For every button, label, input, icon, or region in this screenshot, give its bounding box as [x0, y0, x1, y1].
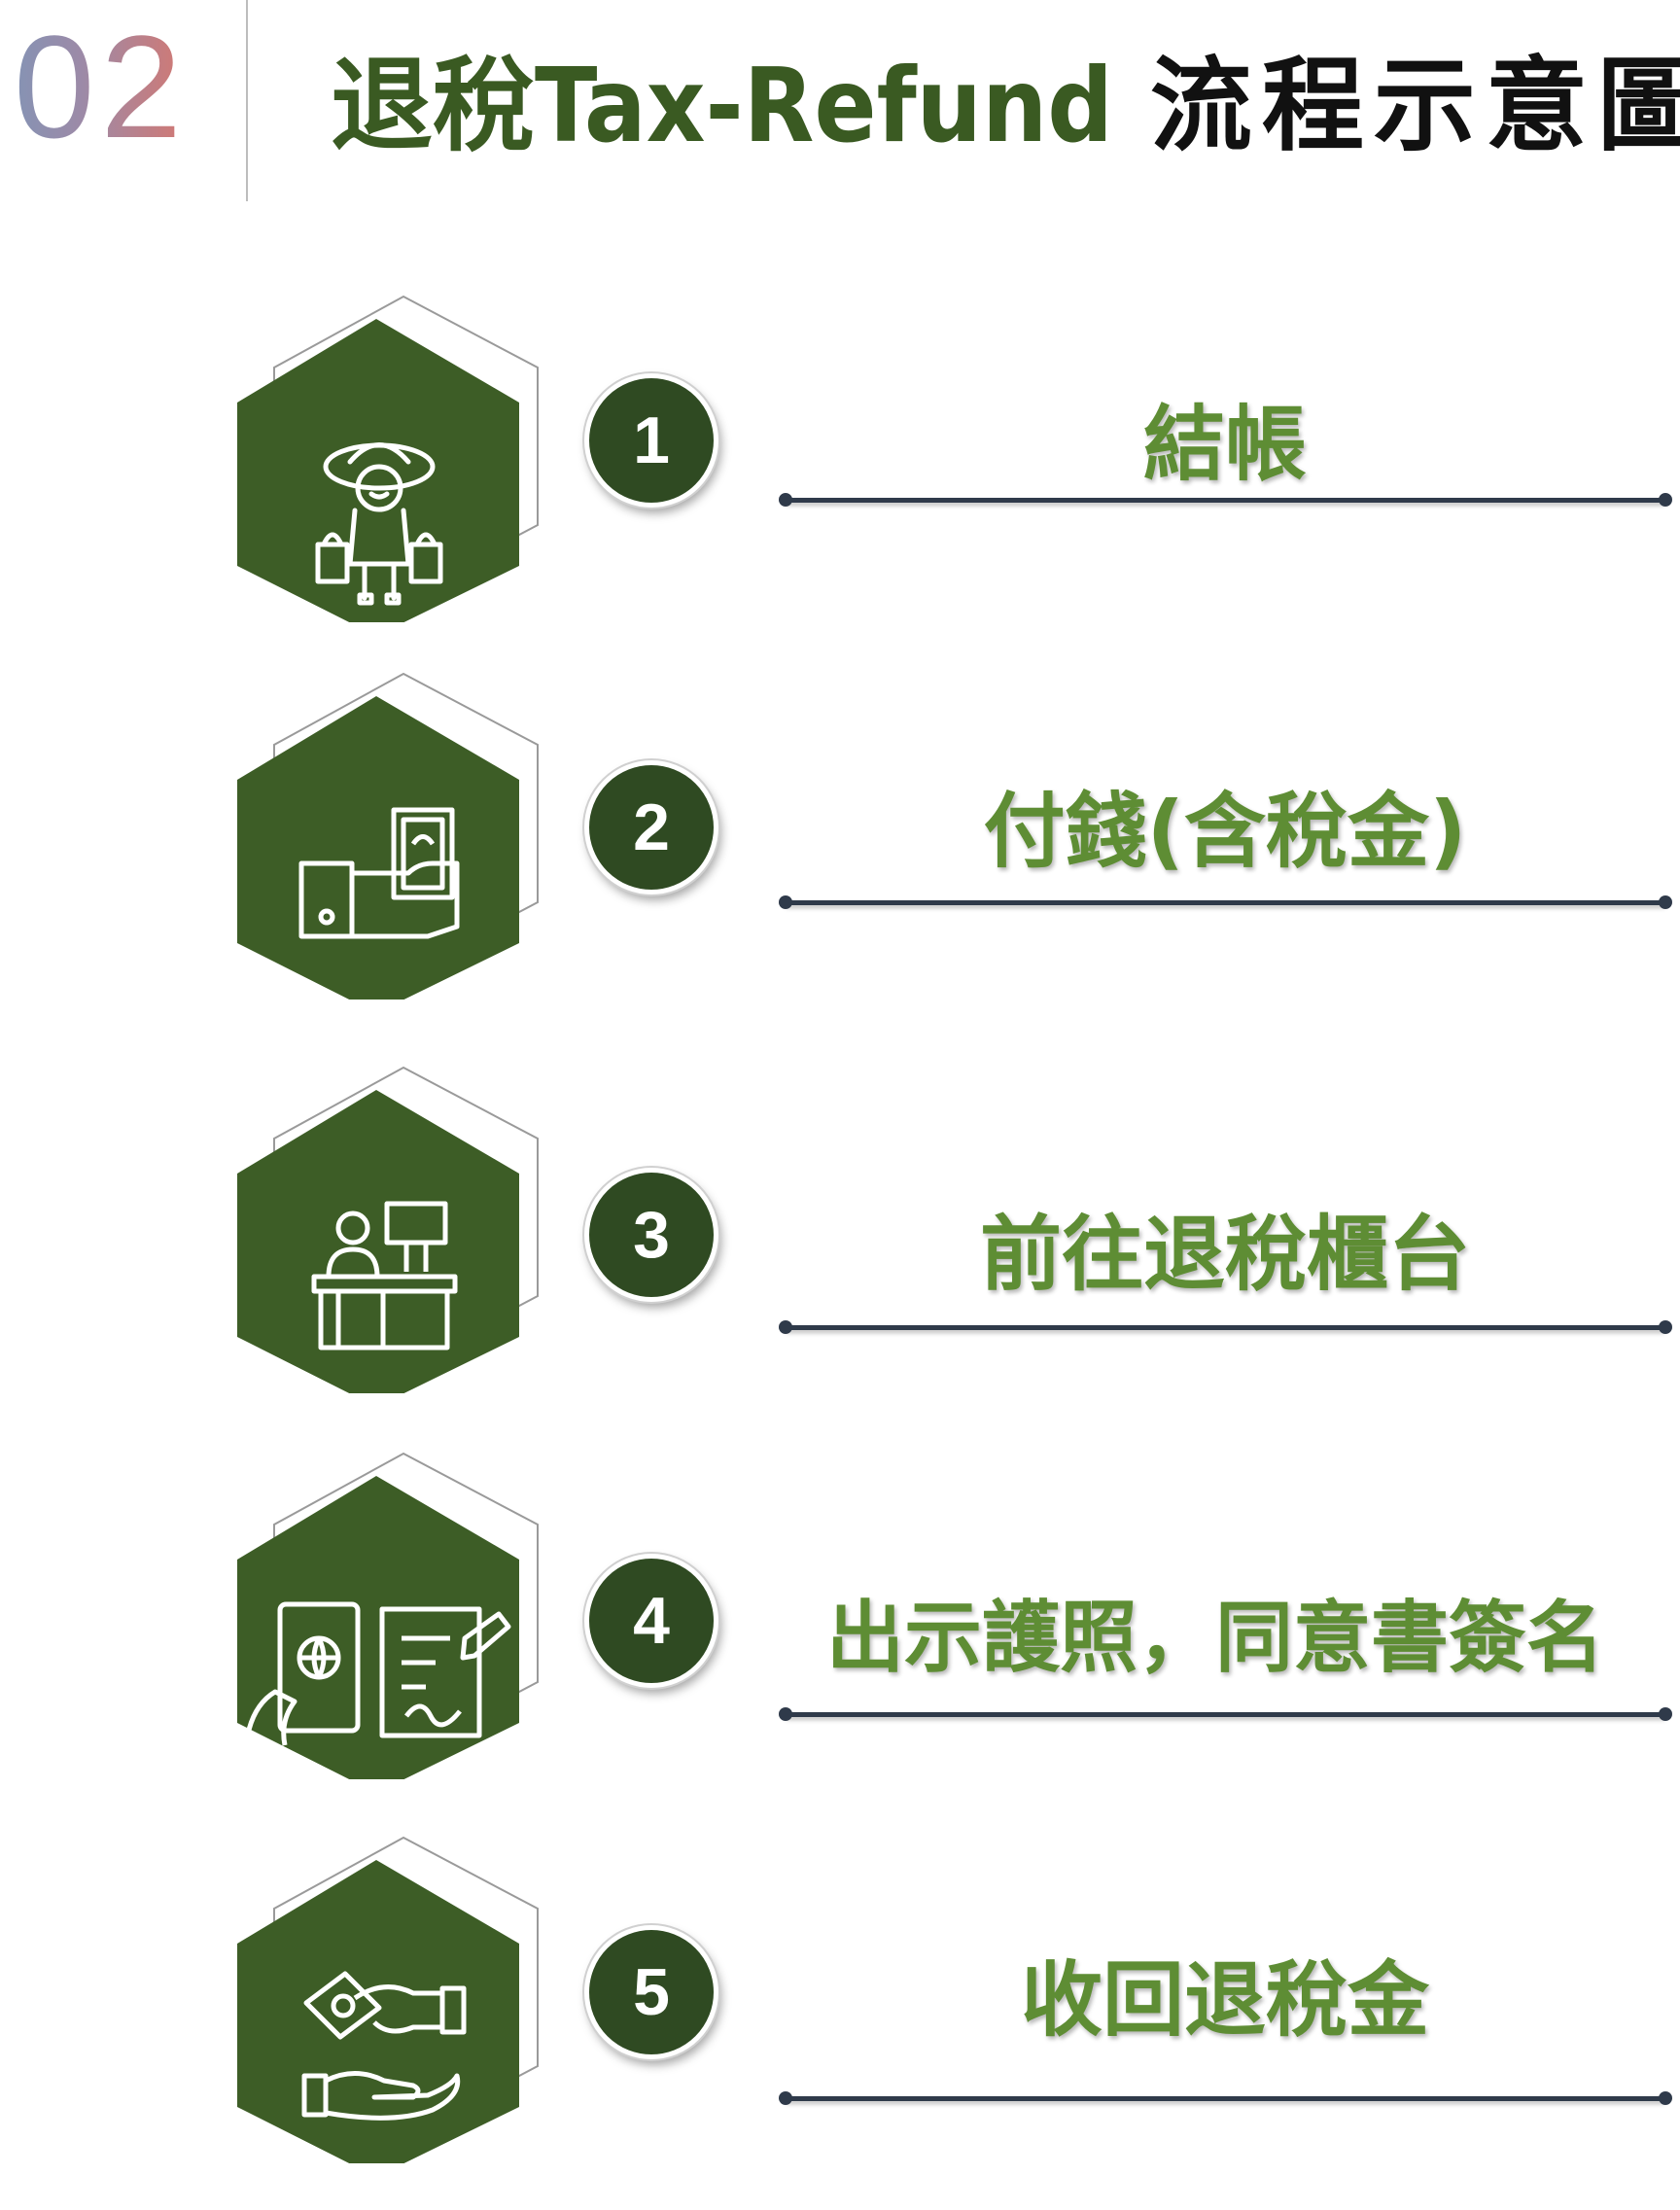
step-1-label: 結帳: [1142, 397, 1307, 492]
service-counter-icon: [311, 1201, 458, 1351]
step-2-number-badge: 2: [584, 760, 718, 895]
step-5: 5 收回退稅金: [0, 1833, 1680, 2163]
step-4-hexagon: [233, 1449, 544, 1779]
page-title: 退稅Tax-Refund 流程示意圖: [331, 50, 1680, 163]
receive-money-hands-icon: [301, 1971, 467, 2121]
step-2-divider-line: [779, 895, 1672, 909]
hand-paying-cash-icon: [298, 807, 460, 939]
header-divider: [246, 0, 248, 201]
step-3-divider-line: [779, 1320, 1672, 1334]
passport-and-sign-document-icon: [243, 1601, 511, 1746]
shopping-woman-icon: [315, 442, 443, 606]
step-2-hexagon: [233, 669, 544, 1000]
step-3-label: 前往退稅櫃台: [979, 1207, 1470, 1302]
step-5-hexagon: [233, 1833, 544, 2163]
step-4-divider-line: [779, 1707, 1672, 1721]
step-2-label: 付錢(含稅金): [983, 784, 1467, 879]
step-4-label: 出示護照，同意書簽名: [826, 1593, 1604, 1683]
step-5-divider-line: [779, 2091, 1672, 2105]
step-1-divider-line: [779, 493, 1672, 507]
step-1-hexagon: [233, 292, 544, 622]
section-number: 02: [14, 5, 188, 168]
step-1: 1 結帳: [0, 292, 1680, 622]
step-1-number-badge: 1: [584, 373, 718, 508]
step-4-number-badge: 4: [584, 1554, 718, 1688]
step-3-hexagon: [233, 1063, 544, 1393]
step-5-label: 收回退稅金: [1020, 1952, 1429, 2048]
step-3-number-badge: 3: [584, 1168, 718, 1302]
title-green-part: 退稅Tax-Refund: [331, 47, 1113, 165]
title-black-part: 流程示意圖: [1149, 47, 1680, 165]
step-5-number-badge: 5: [584, 1925, 718, 2059]
step-4: 4 出示護照，同意書簽名: [0, 1449, 1680, 1779]
step-3: 3 前往退稅櫃台: [0, 1063, 1680, 1393]
step-2: 2 付錢(含稅金): [0, 669, 1680, 1000]
